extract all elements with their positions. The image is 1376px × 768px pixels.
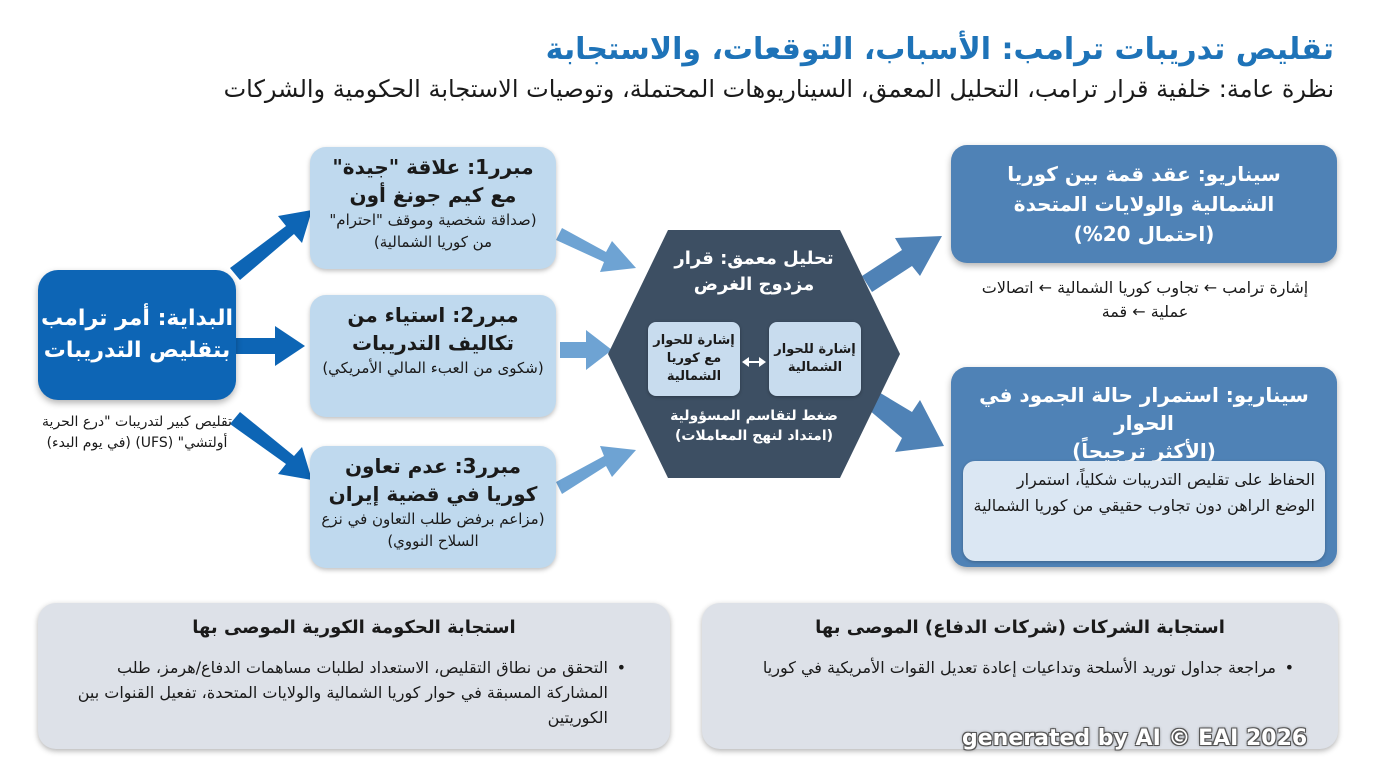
arrow-reason1-to-analysis	[556, 228, 636, 272]
reason-2-detail: (شكوى من العبء المالي الأمريكي)	[322, 359, 544, 377]
signal-box-nk: إشارة للحوار مع كوريا الشمالية	[648, 322, 740, 396]
scenario-summit-probability: (احتمال 20%)	[1073, 222, 1215, 246]
reason-1-detail: (صداقة شخصية وموقف "احترام" من كوريا الش…	[329, 211, 537, 251]
signal-north-label: إشارة للحوار الشمالية	[774, 342, 856, 375]
arrow-start-to-reason2	[235, 326, 305, 366]
government-response-title: استجابة الحكومة الكورية الموصى بها	[192, 617, 516, 638]
start-label: البداية: أمر ترامب بتقليص التدريبات	[41, 306, 233, 363]
start-note: تقليص كبير لتدريبات "درع الحرية أولتشي" …	[42, 414, 232, 451]
government-response-item: التحقق من نطاق التقليص، الاستعداد لطلبات…	[58, 655, 626, 730]
scenario-stalemate-probability: (الأكثر ترجيحاً)	[1072, 439, 1216, 463]
scenario-stalemate-detail: الحفاظ على تقليص التدريبات شكلياً، استمر…	[963, 461, 1325, 561]
analysis-hexagon-shape	[608, 230, 900, 478]
companies-response-list: مراجعة جداول توريد الأسلحة وتداعيات إعاد…	[722, 655, 1318, 680]
reason-box-3: مبرر3: عدم تعاون كوريا في قضية إيران (مز…	[310, 446, 556, 568]
companies-response-panel: استجابة الشركات (شركات الدفاع) الموصى به…	[702, 603, 1338, 749]
double-arrow-icon	[742, 357, 766, 367]
companies-response-title: استجابة الشركات (شركات الدفاع) الموصى به…	[815, 617, 1225, 638]
reason-box-1: مبرر1: علاقة "جيدة" مع كيم جونغ أون (صدا…	[310, 147, 556, 269]
signal-nk-label: إشارة للحوار مع كوريا الشمالية	[653, 333, 735, 384]
government-response-list: التحقق من نطاق التقليص، الاستعداد لطلبات…	[58, 655, 650, 730]
scenario-summit-title: سيناريو: عقد قمة بين كوريا الشمالية والو…	[1007, 162, 1281, 216]
arrow-reason2-to-analysis	[560, 330, 612, 370]
arrow-analysis-to-summit	[862, 236, 942, 292]
page-subtitle: نظرة عامة: خلفية قرار ترامب، التحليل الم…	[223, 75, 1334, 103]
reason-3-detail: (مزاعم برفض طلب التعاون في نزع السلاح ال…	[321, 510, 545, 550]
scenario-stalemate-title: سيناريو: استمرار حالة الجمود في الحوار	[979, 383, 1309, 435]
analysis-pressure: ضغط لتقاسم المسؤولية (امتداد لنهج المعام…	[670, 408, 838, 444]
government-response-panel: استجابة الحكومة الكورية الموصى بها التحق…	[38, 603, 670, 749]
signal-box-north: إشارة للحوار الشمالية	[769, 322, 861, 396]
scenario-summit-box: سيناريو: عقد قمة بين كوريا الشمالية والو…	[951, 145, 1337, 263]
reason-3-title: مبرر3: عدم تعاون كوريا في قضية إيران	[328, 454, 538, 506]
arrow-reason3-to-analysis	[556, 446, 636, 494]
watermark: generated by AI © EAI 2026	[962, 726, 1308, 751]
arrow-analysis-to-stalemate	[862, 388, 944, 452]
reason-1-title: مبرر1: علاقة "جيدة" مع كيم جونغ أون	[332, 155, 534, 207]
reason-box-2: مبرر2: استياء من تكاليف التدريبات (شكوى …	[310, 295, 556, 417]
arrow-start-to-reason3	[230, 412, 312, 480]
reason-2-title: مبرر2: استياء من تكاليف التدريبات	[347, 303, 519, 355]
analysis-title: تحليل معمق: قرار مزدوج الغرض	[674, 248, 834, 295]
page-title: تقليص تدريبات ترامب: الأسباب، التوقعات، …	[545, 32, 1334, 67]
companies-response-item: مراجعة جداول توريد الأسلحة وتداعيات إعاد…	[722, 655, 1294, 680]
arrow-start-to-reason1	[230, 210, 312, 280]
scenario-summit-path: إشارة ترامب ← تجاوب كوريا الشمالية ← اتص…	[981, 278, 1309, 321]
start-box: البداية: أمر ترامب بتقليص التدريبات	[38, 270, 236, 400]
